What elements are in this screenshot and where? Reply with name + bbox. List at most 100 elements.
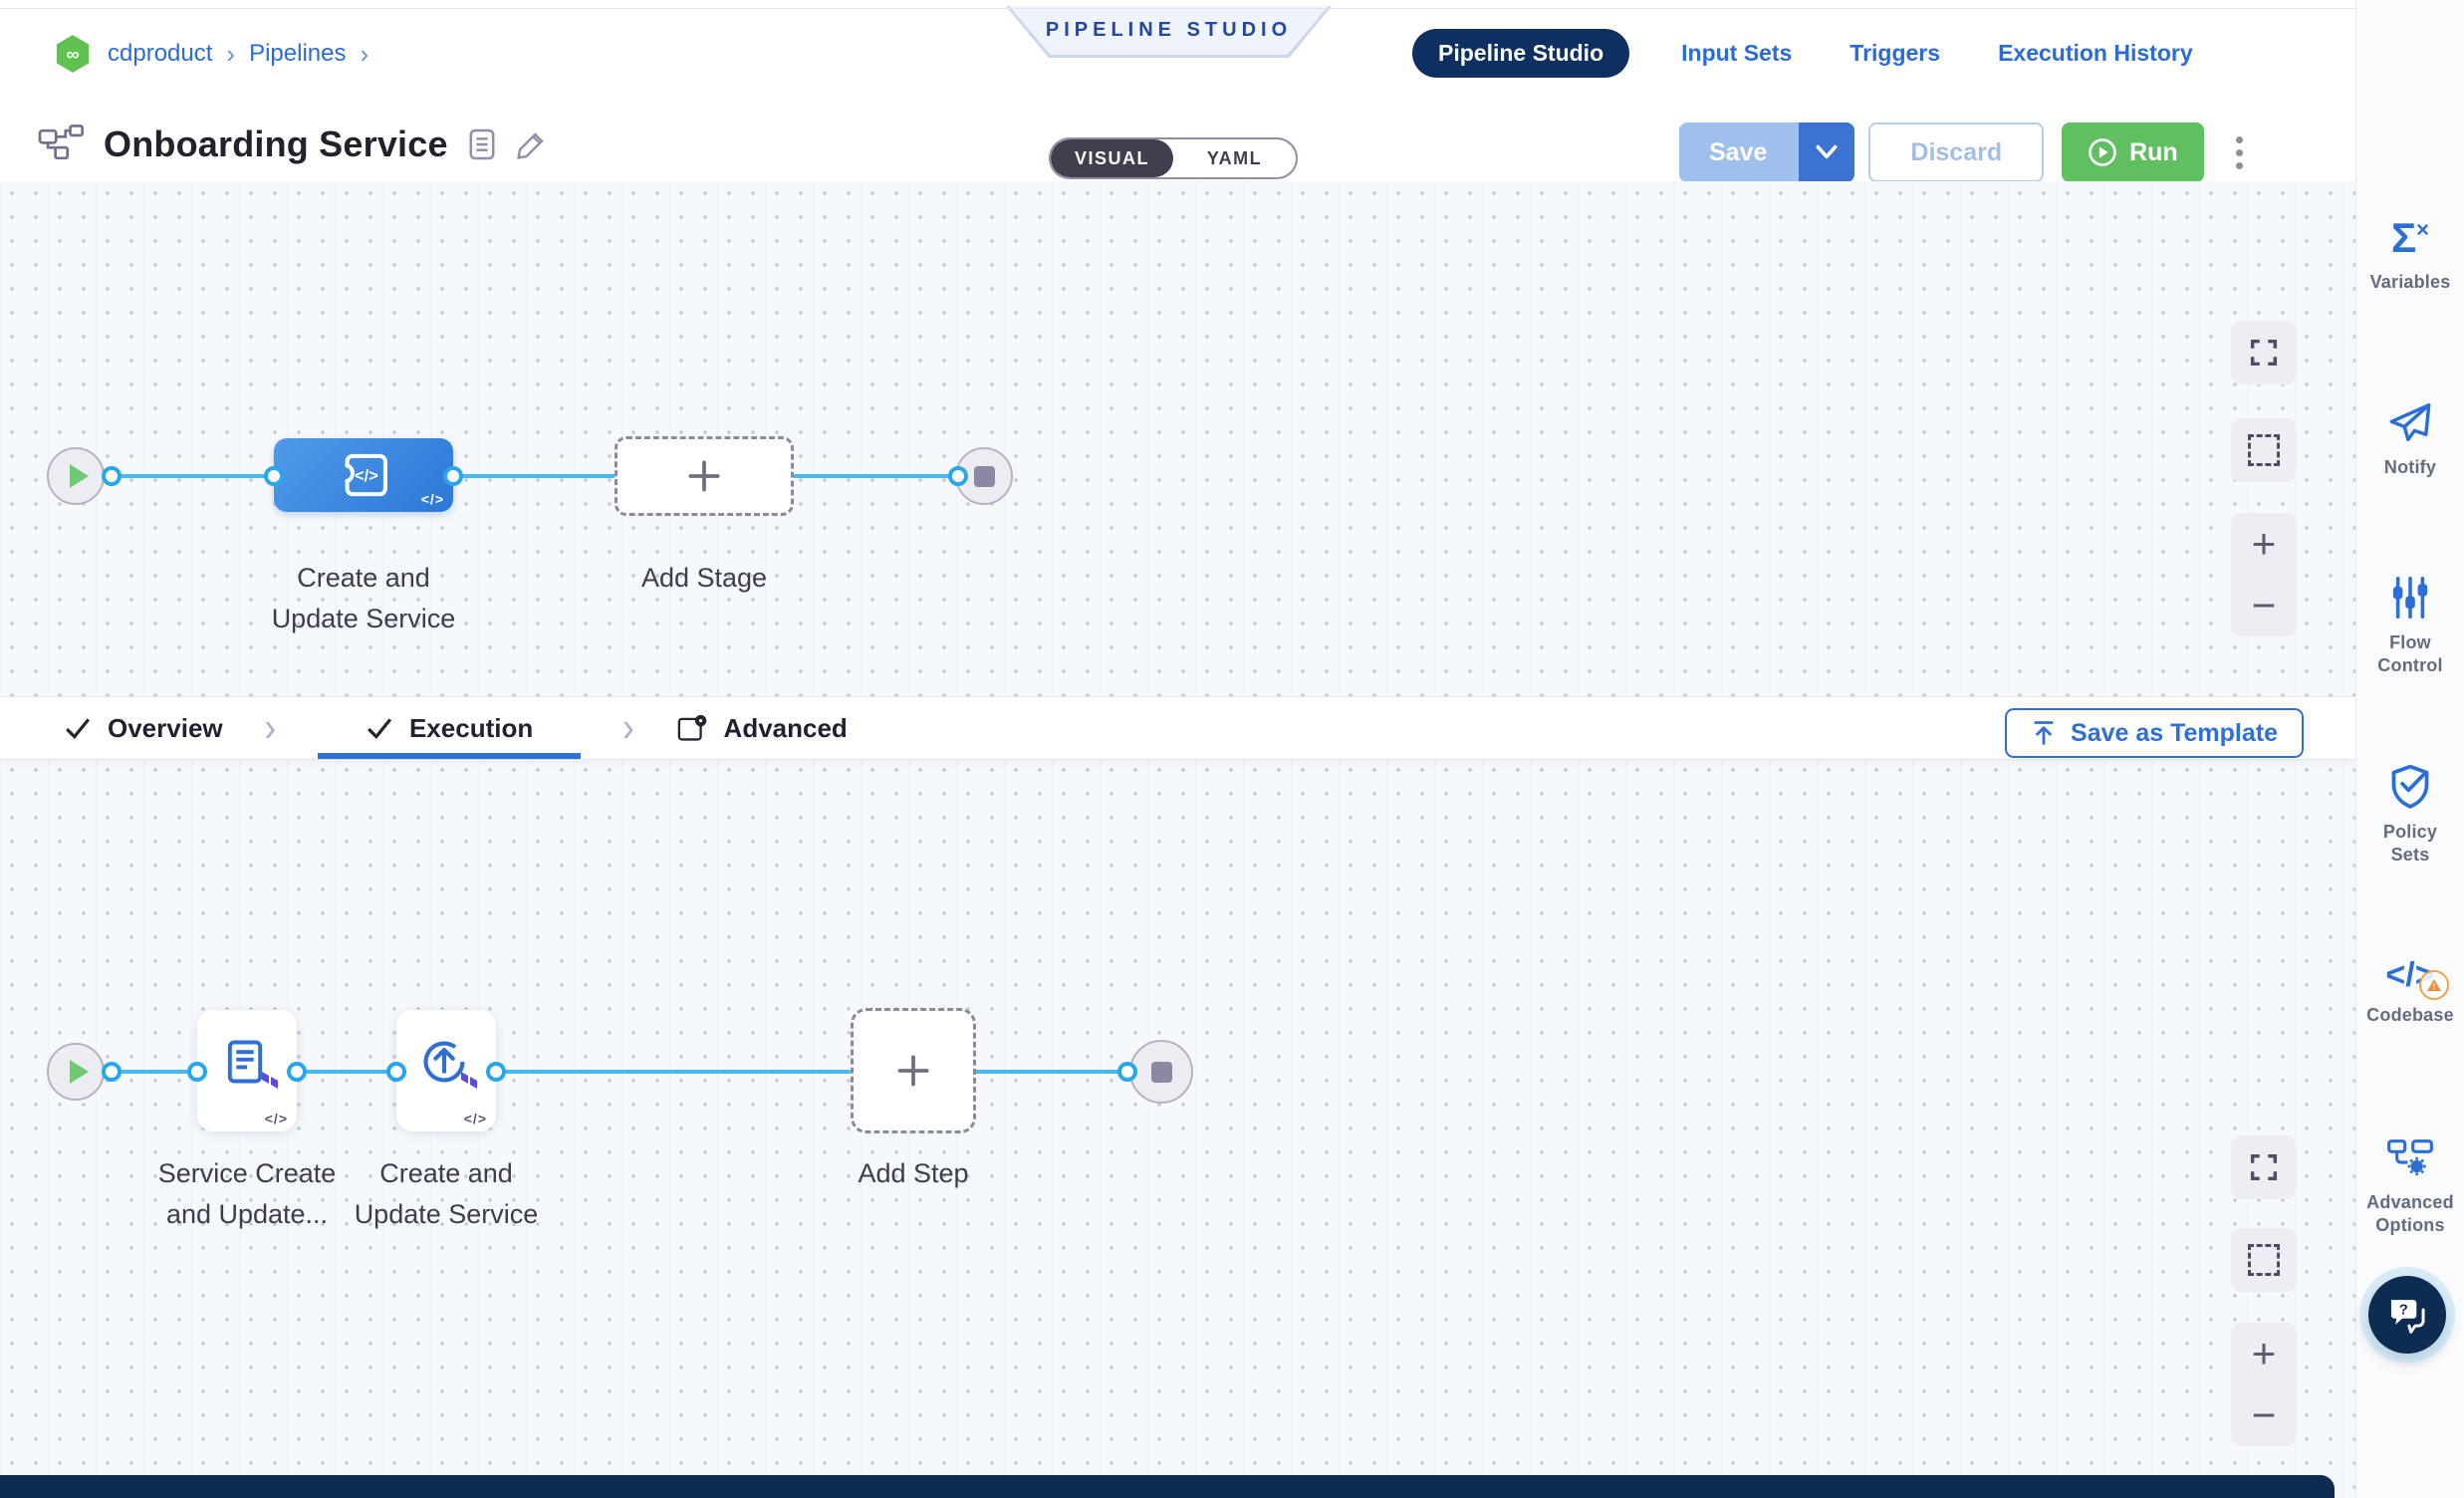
sidebar-item-notify[interactable]: Notify: [2356, 400, 2464, 479]
window-top-divider: [0, 8, 2464, 9]
tab-execution[interactable]: Execution: [317, 697, 582, 759]
breadcrumb: ∞ cdproduct › Pipelines ›: [52, 0, 369, 107]
canvas-zoom-controls: + −: [2231, 513, 2297, 636]
top-nav-tabs: Pipeline Studio Input Sets Triggers Exec…: [1412, 0, 2199, 107]
stage-label: Create and Update Service: [271, 563, 456, 633]
tab-advanced[interactable]: Advanced: [676, 697, 848, 759]
toggle-visual[interactable]: VISUAL: [1051, 139, 1173, 177]
canvas-select-button[interactable]: [2231, 418, 2297, 482]
stop-icon: [973, 465, 995, 487]
play-icon: [70, 1060, 89, 1084]
tab-overview[interactable]: Overview: [64, 697, 223, 759]
zoom-out-button[interactable]: −: [2231, 1384, 2297, 1446]
canvas-fit-screen-button[interactable]: [2231, 321, 2297, 384]
header-actions: Save Discard Run: [1679, 123, 2249, 182]
play-icon: [70, 464, 89, 488]
svg-text:?: ?: [2399, 1302, 2408, 1318]
page-title: Onboarding Service: [104, 123, 448, 164]
marquee-select-icon: [2248, 1244, 2280, 1276]
add-step-node[interactable]: [851, 1008, 976, 1133]
run-button[interactable]: Run: [2062, 123, 2204, 182]
connector-port[interactable]: [287, 1062, 307, 1082]
breadcrumb-project[interactable]: cdproduct: [108, 39, 213, 67]
sidebar-item-flow-control[interactable]: Flow Control: [2356, 576, 2464, 678]
edit-pencil-icon[interactable]: [516, 127, 548, 161]
zoom-out-button[interactable]: −: [2231, 575, 2297, 636]
tab-pipeline-studio[interactable]: Pipeline Studio: [1412, 29, 1630, 78]
connector-port[interactable]: [102, 466, 122, 486]
toggle-yaml[interactable]: YAML: [1173, 139, 1296, 177]
service-definition-icon: [227, 1040, 263, 1084]
connector-port[interactable]: [386, 1062, 406, 1082]
connector-port[interactable]: [486, 1062, 506, 1082]
step-label: Create and Update Service: [354, 1158, 539, 1229]
fullscreen-icon: [2250, 1153, 2278, 1181]
connector-port[interactable]: [264, 466, 284, 486]
notify-paper-plane-icon: [2389, 403, 2431, 441]
sidebar-item-codebase[interactable]: </> ! Codebase: [2366, 956, 2454, 1025]
breadcrumb-pipelines[interactable]: Pipelines: [249, 39, 347, 67]
save-options-caret[interactable]: [1797, 123, 1855, 182]
custom-stage-icon: </>: [345, 453, 387, 497]
canvas-select-button[interactable]: [2231, 1228, 2297, 1292]
stage-node-create-and-update-service[interactable]: </> </>: [274, 438, 453, 512]
flow-line: [100, 1070, 199, 1074]
pipeline-description-icon[interactable]: [468, 127, 496, 161]
execution-start-node[interactable]: [47, 1043, 105, 1101]
connector-port[interactable]: [102, 1062, 122, 1082]
canvas-fit-screen-button[interactable]: [2231, 1135, 2297, 1199]
save-as-template-button[interactable]: Save as Template: [2005, 708, 2304, 758]
terraform-icon: [259, 1069, 283, 1098]
more-options-kebab-icon[interactable]: [2230, 130, 2249, 175]
zoom-in-button[interactable]: +: [2231, 513, 2297, 575]
add-stage-node[interactable]: [615, 436, 794, 516]
codebase-icon: </> !: [2385, 958, 2449, 1000]
stage-config-tabbar: Overview › Execution › Advanced Save as …: [0, 696, 2356, 760]
plus-icon: [688, 460, 720, 492]
help-chat-button[interactable]: ?: [2368, 1276, 2446, 1354]
execution-end-node[interactable]: [1129, 1040, 1193, 1104]
flow-line: [494, 1070, 851, 1074]
variables-icon: Σ×: [2390, 214, 2430, 261]
add-stage-label: Add Stage: [640, 563, 768, 593]
flow-line: [100, 474, 279, 478]
stop-icon: [1150, 1061, 1172, 1083]
connector-port[interactable]: [1117, 1062, 1137, 1082]
execution-canvas[interactable]: </> </> Service Create and Update... Cre…: [0, 758, 2356, 1498]
connector-port[interactable]: [443, 466, 463, 486]
canvas-zoom-controls: + −: [2231, 1323, 2297, 1446]
connector-port[interactable]: [948, 466, 968, 486]
svg-text:</>: </>: [355, 467, 378, 485]
tab-triggers[interactable]: Triggers: [1844, 39, 1946, 68]
sidebar-item-variables[interactable]: Σ× Variables: [2369, 214, 2451, 293]
add-step-label: Add Step: [858, 1158, 969, 1188]
stage-canvas[interactable]: </> </> Create and Update Service Add St…: [0, 181, 2356, 696]
tab-input-sets[interactable]: Input Sets: [1675, 39, 1798, 68]
plus-icon: [897, 1055, 929, 1087]
discard-button[interactable]: Discard: [1868, 123, 2045, 182]
breadcrumb-separator: ›: [226, 38, 236, 69]
tab-execution-history[interactable]: Execution History: [1992, 39, 2199, 68]
pipeline-start-node[interactable]: [47, 447, 105, 505]
bottom-bar: [0, 1475, 2335, 1498]
chevron-down-icon: [1816, 144, 1838, 159]
apply-update-icon: [423, 1041, 465, 1083]
svg-text:∞: ∞: [66, 43, 79, 64]
sidebar-item-advanced-options[interactable]: Advanced Options: [2356, 1137, 2464, 1238]
zoom-in-button[interactable]: +: [2231, 1323, 2297, 1384]
svg-text:!: !: [2432, 982, 2435, 991]
tab-separator: ›: [622, 704, 634, 751]
step-label: Service Create and Update...: [157, 1158, 337, 1229]
check-icon: [66, 718, 91, 740]
code-badge: </>: [264, 1111, 288, 1126]
pipeline-icon: [38, 124, 84, 164]
advanced-options-icon: [2387, 1139, 2433, 1176]
save-button[interactable]: Save: [1679, 123, 1798, 182]
step-node-create-and-update-service[interactable]: </>: [396, 1010, 496, 1131]
connector-port[interactable]: [187, 1062, 207, 1082]
pipeline-header: Onboarding Service VISUAL YAML Save Disc…: [0, 107, 2356, 182]
banner-label: PIPELINE STUDIO: [1045, 19, 1293, 41]
policy-shield-check-icon: [2391, 764, 2429, 809]
step-node-service-create-and-update[interactable]: </>: [197, 1010, 297, 1131]
sidebar-item-policy-sets[interactable]: Policy Sets: [2356, 763, 2464, 868]
